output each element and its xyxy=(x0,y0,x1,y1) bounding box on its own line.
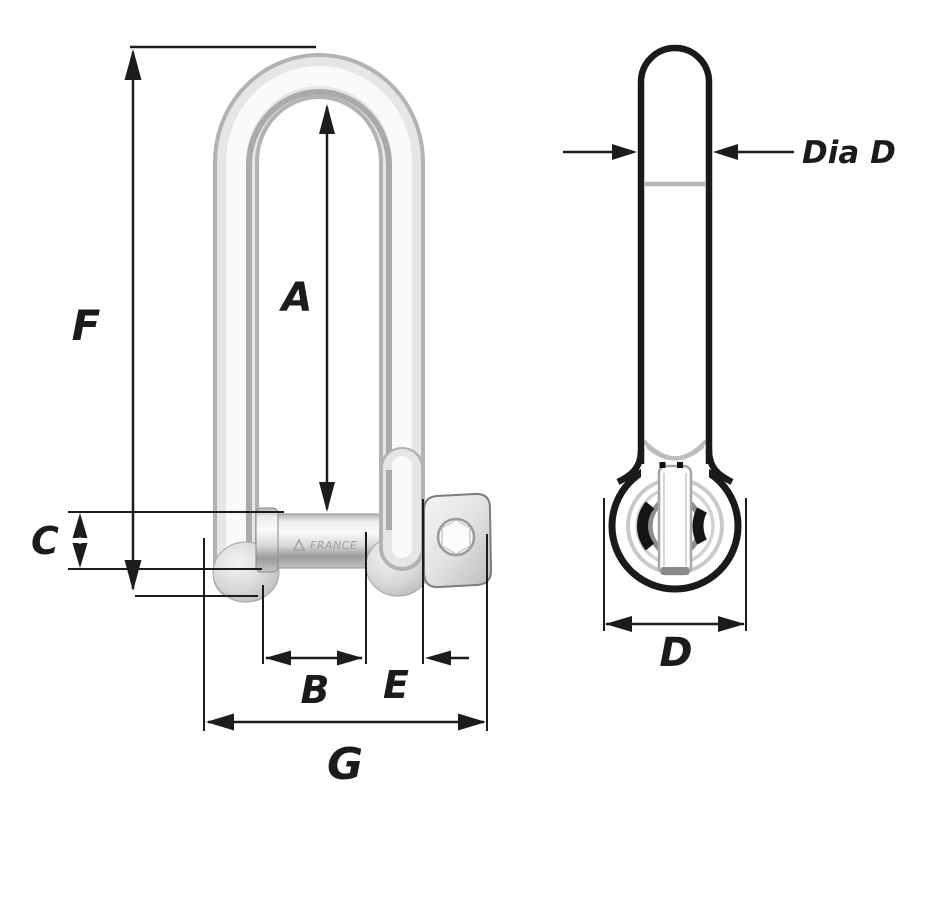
dia-d-arrow-right xyxy=(713,144,738,160)
dim-g-arrow-left xyxy=(206,713,234,731)
right-bar-end xyxy=(692,507,708,545)
dim-f-arrow-down xyxy=(124,560,142,591)
pin-end-details xyxy=(626,439,724,576)
dim-d-arrow-left xyxy=(605,616,632,632)
shank-flare-right xyxy=(705,449,734,485)
front-view: FRANCE F A xyxy=(31,45,493,790)
dim-label-a: A xyxy=(279,275,313,321)
spring-ear-right xyxy=(645,439,708,461)
dim-c-arrow-up xyxy=(72,513,88,538)
dimension-b-e xyxy=(262,499,469,666)
shackle-inner-shadow xyxy=(246,89,392,552)
dim-c-arrow-down xyxy=(72,543,88,568)
dim-b-arrow-right xyxy=(337,650,363,666)
dim-label-g: G xyxy=(327,739,363,790)
dimension-g xyxy=(203,534,488,731)
dim-label-d: D xyxy=(659,630,692,676)
dimension-a xyxy=(319,104,335,512)
dim-e-arrow-left xyxy=(425,650,451,666)
shackle-bow-rim xyxy=(213,53,425,599)
dimension-c xyxy=(68,511,284,597)
dimension-d xyxy=(603,498,747,632)
slot-tick-right xyxy=(677,462,683,468)
pin-collar xyxy=(255,507,279,573)
dim-a-arrow-up xyxy=(319,104,335,134)
dim-label-dia-d: Dia D xyxy=(802,135,896,171)
dia-d-arrow-left xyxy=(612,144,637,160)
pin-head xyxy=(423,492,493,589)
pin-engraving: FRANCE xyxy=(310,539,357,552)
shackle-right-leg-front xyxy=(365,447,431,597)
dim-label-e: E xyxy=(383,663,409,707)
dim-a-arrow-down xyxy=(319,482,335,512)
slot-tick-left xyxy=(659,462,666,468)
dim-g-arrow-right xyxy=(458,713,486,731)
shank-flare-left xyxy=(616,449,645,485)
shank-outline xyxy=(637,44,713,464)
left-bar-end xyxy=(636,501,655,551)
dim-c-arrow-gap xyxy=(76,537,84,544)
pin-head-hex xyxy=(441,519,471,555)
shackle-bow-highlight xyxy=(226,66,412,586)
shackle-bow-mid xyxy=(217,57,421,595)
dim-f-arrow-up xyxy=(124,49,142,80)
dimension-dia-d xyxy=(563,144,794,160)
shank-fill xyxy=(641,48,709,480)
dimension-f xyxy=(124,45,316,591)
dim-label-f: F xyxy=(72,301,101,350)
slot-bottom-bar xyxy=(661,567,689,575)
pin-head-hole xyxy=(436,517,476,557)
wichard-logo-icon xyxy=(292,538,306,551)
dim-d-arrow-right xyxy=(718,616,745,632)
side-view: Dia D D xyxy=(563,44,896,676)
dim-label-b: B xyxy=(301,668,330,712)
dim-b-arrow-left xyxy=(265,650,291,666)
dim-label-c: C xyxy=(31,519,59,563)
